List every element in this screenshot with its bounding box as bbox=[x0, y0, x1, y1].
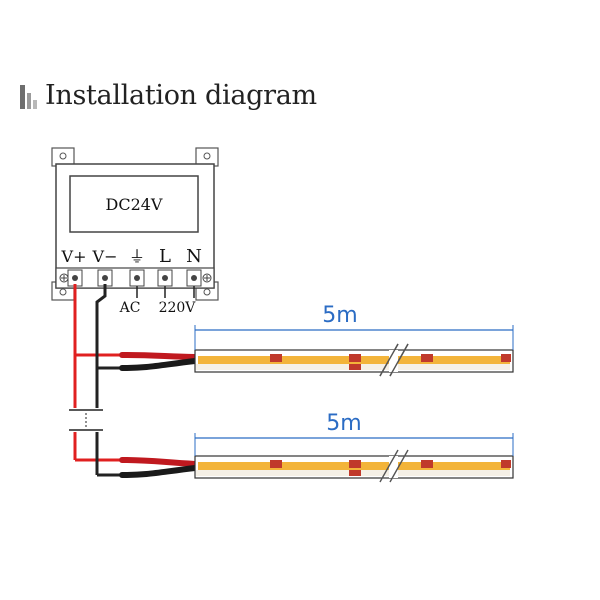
ac-input-wires bbox=[136, 286, 195, 298]
dimension-line-2 bbox=[194, 433, 514, 456]
terminal-label-n: N bbox=[186, 246, 202, 267]
strip-1-length-label: 5m bbox=[322, 303, 357, 328]
strip-1-leads bbox=[119, 352, 198, 371]
led-strip-2 bbox=[194, 449, 514, 483]
terminal-label-vplus: V+ bbox=[61, 247, 87, 266]
page-title: Installation diagram bbox=[45, 79, 317, 111]
strip-2-length-label: 5m bbox=[326, 411, 361, 436]
terminal-label-l: L bbox=[159, 246, 171, 267]
ac-voltage-label: 220V bbox=[159, 300, 197, 316]
wire-break bbox=[69, 409, 103, 431]
voltage-label: DC24V bbox=[106, 195, 163, 214]
terminal-label-ground: ⏚ bbox=[129, 247, 145, 266]
negative-wire bbox=[95, 284, 122, 477]
strip-2-leads bbox=[119, 457, 198, 478]
led-strip-1 bbox=[194, 343, 514, 377]
power-supply: DC24V V+ V− ⏚ L N bbox=[51, 147, 219, 301]
page-header: Installation diagram bbox=[20, 78, 317, 112]
label-window bbox=[69, 175, 199, 233]
terminal-label-vminus: V− bbox=[92, 247, 118, 266]
dimension-line-1 bbox=[194, 325, 514, 350]
ac-label: AC bbox=[119, 300, 141, 316]
header-bars-icon bbox=[20, 81, 39, 109]
